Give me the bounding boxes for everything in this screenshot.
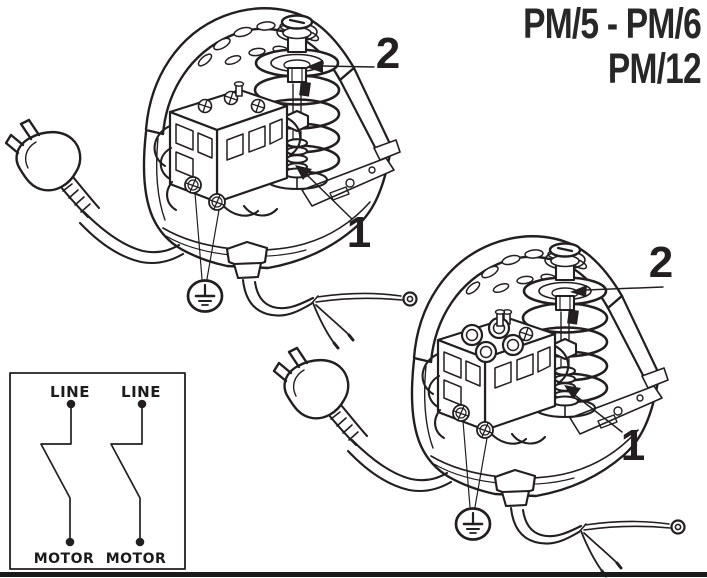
model-title-line1: PM/5 - PM/6 [523,0,702,48]
wiring-diagram: LINE MOTOR LINE MOTOR [9,372,186,570]
pressure-switch-figure-top: 2 1 [4,6,418,350]
callout-2-bottom-label: 2 [649,238,673,287]
model-title: PM/5 - PM/6 PM/12 [523,0,702,93]
callout-1-bottom-label: 1 [621,421,645,470]
callout-1-top-arrow [295,165,312,180]
line-terminal-dot-1 [66,399,76,409]
callout-1-bottom-arrow [564,385,581,399]
terminal-cups [460,309,525,364]
line-terminal-label-1: LINE [50,383,90,401]
switch-contact-2 [110,407,143,539]
motor-terminal-label-2: MOTOR [106,551,167,567]
callout-2-top-arrow [306,60,323,73]
callout-1-top: 1 [295,165,371,257]
bottom-rule [0,572,707,577]
motor-terminal-label-1: MOTOR [34,551,95,567]
model-title-line2: PM/12 [607,45,702,93]
line-terminal-label-2: LINE [121,383,161,401]
callout-2-top-label: 2 [376,29,400,78]
motor-terminal-dot-1 [65,537,75,547]
line-terminal-dot-2 [137,399,147,409]
callout-2-top: 2 [306,29,400,78]
motor-terminal-dot-2 [135,537,145,547]
wiring-diagram-frame [9,372,186,570]
callout-2-bottom-arrow [570,285,587,297]
switch-contact-1 [40,407,72,539]
callout-2-bottom: 2 [570,238,673,297]
callout-1-top-label: 1 [347,208,371,257]
callout-1-bottom: 1 [564,385,645,470]
pressure-switch-figure-bottom [272,234,686,578]
